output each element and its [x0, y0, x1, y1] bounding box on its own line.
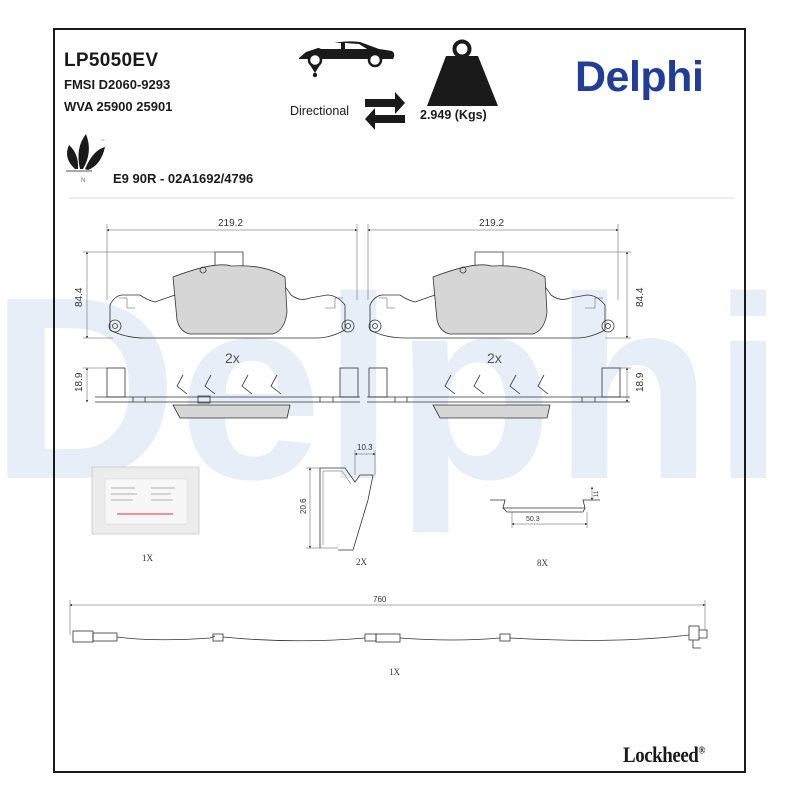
- car-icon: [299, 41, 395, 78]
- delphi-logo: Delphi: [575, 53, 704, 101]
- directional-arrows-icon: [365, 92, 405, 130]
- shim-drawing: 50.3 11: [490, 486, 600, 528]
- pad-width-label-right: 219.2: [479, 218, 504, 229]
- eco-tm-label: ™: [101, 139, 105, 143]
- clip-qty-label: 2X: [356, 557, 368, 567]
- brake-pad-left-side-view: [95, 367, 360, 419]
- grease-qty-label: 1X: [142, 553, 154, 563]
- pad-thickness-label-right: 18.9: [635, 372, 646, 392]
- shim-height-label: 11: [594, 490, 600, 497]
- spring-clip-drawing: 10.3 20.6: [299, 443, 376, 551]
- eco-n-label: N: [81, 178, 85, 184]
- shim-qty-label: 8X: [537, 558, 549, 568]
- lockheed-registered-mark: ®: [698, 744, 706, 757]
- pad-thickness-dimension-left: 18.9: [74, 367, 107, 403]
- wva-number: WVA 25900 25901: [64, 99, 173, 114]
- pad-qty-label-left: 2x: [225, 350, 240, 366]
- directional-label: Directional: [290, 104, 350, 118]
- wear-sensor-drawing: 760: [69, 595, 708, 649]
- weight-label: 2.949 (Kgs): [420, 108, 487, 122]
- pad-height-label-left: 84.4: [74, 287, 85, 307]
- sensor-length-label: 760: [373, 595, 387, 604]
- pad-thickness-dimension-right: 18.9: [620, 367, 646, 403]
- pad-height-label-right: 84.4: [635, 287, 646, 307]
- pad-width-dimension-right: 219.2: [367, 218, 619, 300]
- brake-pad-right-top-view: [368, 251, 615, 339]
- pad-width-dimension-left: 219.2: [106, 218, 358, 300]
- pad-qty-label-right: 2x: [487, 350, 502, 366]
- weight-icon: [427, 39, 498, 106]
- pad-width-label-left: 219.2: [218, 218, 243, 229]
- fmsi-number: FMSI D2060-9293: [64, 77, 171, 92]
- grease-packet-image: [91, 466, 200, 535]
- brake-pad-left-top-view: [108, 251, 355, 339]
- pad-thickness-label-left: 18.9: [74, 372, 85, 392]
- eco-leaves-icon: N ™: [66, 134, 105, 184]
- sensor-qty-label: 1X: [389, 667, 401, 677]
- pad-height-dimension-right: 84.4: [503, 251, 646, 339]
- lockheed-wordmark: Lockheed: [623, 742, 699, 767]
- clip-width-label: 10.3: [357, 443, 373, 452]
- shim-width-label: 50.3: [526, 516, 540, 523]
- approval-number: E9 90R - 02A1692/4796: [113, 171, 254, 186]
- part-number: LP5050EV: [64, 50, 159, 71]
- drawing-frame: N ™ 219.2 84.4 2x: [53, 28, 746, 773]
- brake-pad-right-side-view: [367, 367, 630, 419]
- technical-drawing: N ™ 219.2 84.4 2x: [66, 39, 735, 677]
- lockheed-logo: Lockheed®: [623, 742, 705, 768]
- clip-height-label: 20.6: [299, 498, 308, 514]
- pad-height-dimension-left: 84.4: [74, 251, 215, 339]
